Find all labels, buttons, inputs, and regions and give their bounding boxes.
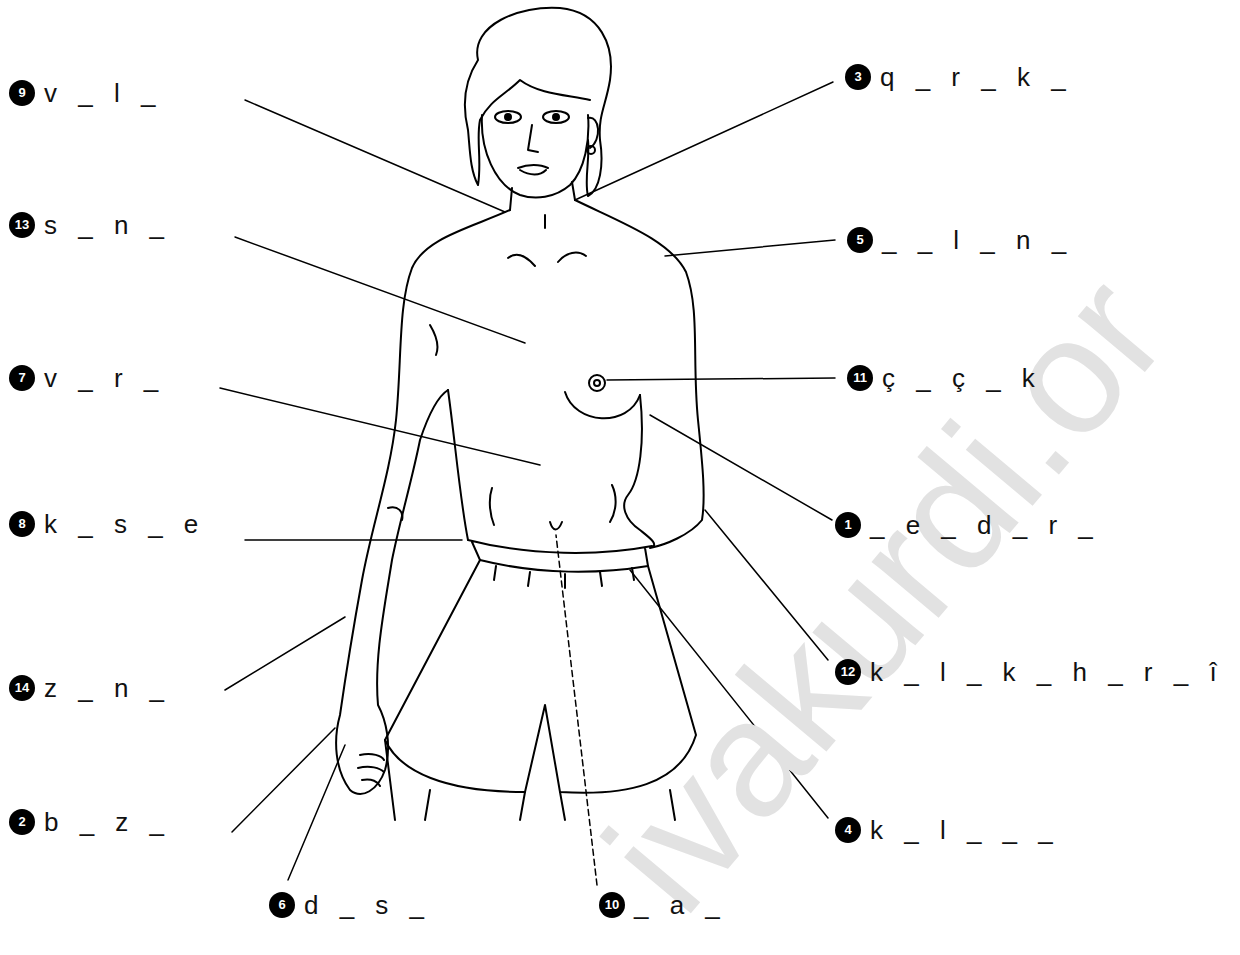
callout-number: 2 <box>9 809 35 835</box>
ribs <box>490 485 616 525</box>
breast <box>565 392 640 418</box>
left-fingers <box>358 754 384 786</box>
blank-word: _ e _ d _ r _ <box>870 509 1100 541</box>
nipple-inner <box>594 380 600 386</box>
blank-word: ç _ ç _ k <box>882 362 1042 394</box>
callout-number: 4 <box>835 817 861 843</box>
leader-line <box>575 82 833 200</box>
collarbone <box>508 253 586 266</box>
leader-line <box>607 378 835 380</box>
waist-pleats <box>494 566 634 588</box>
blank-word: _ _ l _ n _ <box>882 224 1073 256</box>
mouth <box>518 165 548 175</box>
leader-line <box>235 237 525 343</box>
callout-number: 14 <box>9 675 35 701</box>
left-arm <box>336 210 510 794</box>
callout-number: 5 <box>847 227 873 253</box>
leader-line <box>225 617 345 690</box>
callout-number: 12 <box>835 659 861 685</box>
blank-word: d _ s _ <box>304 889 431 921</box>
leader-line <box>665 240 835 256</box>
hair <box>465 8 611 196</box>
callout-number: 9 <box>9 80 35 106</box>
callout-number: 11 <box>847 365 873 391</box>
leader-line <box>232 728 335 832</box>
nipple-outer <box>589 375 605 391</box>
left-elbow <box>388 325 438 520</box>
callout-number: 13 <box>9 212 35 238</box>
callout-number: 10 <box>599 892 625 918</box>
callout-number: 6 <box>269 892 295 918</box>
leader-line <box>245 100 505 212</box>
blank-word: z _ n _ <box>44 672 171 704</box>
eye <box>495 111 521 123</box>
blank-word: s _ n _ <box>44 209 171 241</box>
blank-word: k _ s _ e <box>44 508 205 540</box>
blank-word: v _ r _ <box>44 362 165 394</box>
leader-line <box>288 745 345 880</box>
blank-word: b _ z _ <box>44 806 171 838</box>
pupil <box>505 114 511 120</box>
blank-word: v _ l _ <box>44 77 162 109</box>
callout-number: 8 <box>9 511 35 537</box>
neck <box>510 182 575 228</box>
leader-line <box>650 415 832 520</box>
leader-line <box>245 539 462 541</box>
leader-line <box>220 388 540 465</box>
navel <box>550 522 562 530</box>
ear <box>588 118 598 148</box>
blank-word: k _ l _ k _ h _ r _ î <box>870 656 1224 688</box>
blank-word: _ a _ <box>634 889 727 921</box>
callout-number: 7 <box>9 365 35 391</box>
pupil <box>553 114 559 120</box>
callout-number: 1 <box>835 512 861 538</box>
earring <box>587 146 595 154</box>
blank-word: q _ r _ k _ <box>880 61 1073 93</box>
nose <box>528 125 538 152</box>
eye <box>543 111 569 123</box>
right-arm <box>575 200 704 548</box>
callout-number: 3 <box>845 64 871 90</box>
blank-word: k _ l _ _ _ <box>870 814 1060 846</box>
